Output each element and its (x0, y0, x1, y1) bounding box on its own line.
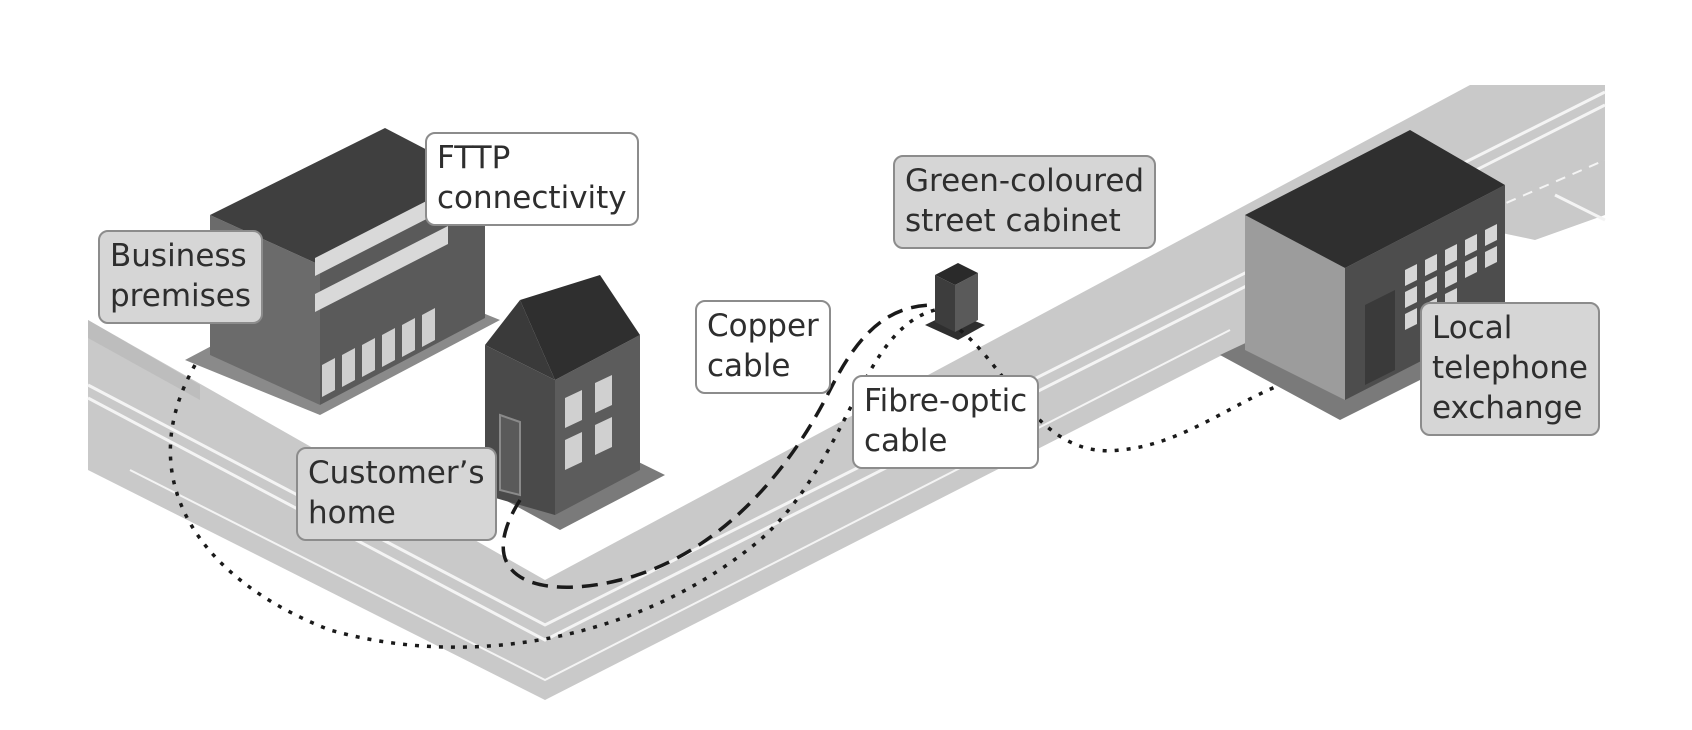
telephone-exchange-label: Local telephone exchange (1420, 302, 1600, 436)
fttp-connectivity-label: FTTP connectivity (425, 132, 639, 226)
street-cabinet (925, 263, 985, 340)
fttp-line-1: FTTP (437, 140, 511, 176)
copper-cable-line (501, 303, 936, 589)
telephone-exchange-line-3: exchange (1432, 390, 1583, 426)
copper-cable-label: Copper cable (695, 300, 831, 394)
telephone-exchange-line-1: Local (1432, 310, 1513, 346)
fibre-optic-line-2: cable (864, 423, 948, 459)
customers-home-line-2: home (308, 495, 396, 531)
business-premises-label: Business premises (98, 230, 263, 324)
copper-cable-line-2: cable (707, 348, 791, 384)
fibre-optic-cable-label: Fibre-optic cable (852, 375, 1040, 469)
telephone-exchange-line-2: telephone (1432, 350, 1588, 386)
street-cabinet-line-1: Green-coloured (905, 163, 1145, 199)
business-premises-line-2: premises (110, 278, 251, 314)
fttp-line-2: connectivity (437, 180, 627, 216)
street-cabinet-label: Green-coloured street cabinet (893, 155, 1157, 249)
fibre-optic-line-1: Fibre-optic (864, 383, 1028, 419)
street-cabinet-line-2: street cabinet (905, 203, 1121, 239)
business-premises-line-1: Business (110, 238, 247, 274)
customers-home-label: Customer’s home (296, 447, 497, 541)
customers-home-line-1: Customer’s (308, 455, 485, 491)
fibre-to-exchange-line (958, 328, 1281, 453)
copper-cable-line-1: Copper (707, 308, 819, 344)
customers-home-building (485, 275, 665, 530)
